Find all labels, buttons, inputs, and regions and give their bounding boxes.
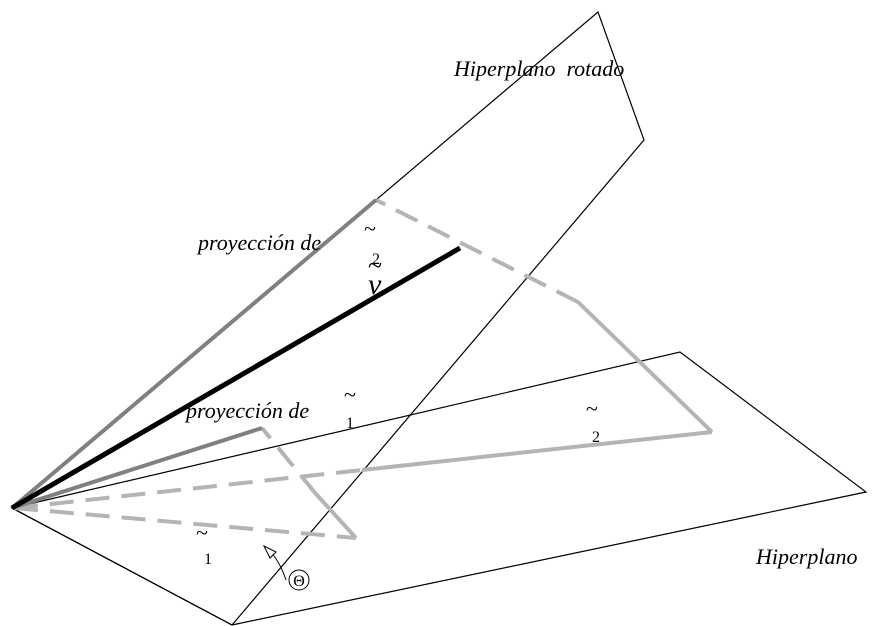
projection2-subscript: 2 (372, 251, 380, 268)
vector1-side-top-dashed (260, 426, 318, 496)
hyperplane-label: Hiperplano (755, 544, 857, 569)
vector1-subscript: 1 (204, 551, 212, 568)
projection1-tilde: ~ (344, 382, 356, 407)
theta-symbol: Θ (293, 573, 305, 590)
theta-circle (288, 569, 310, 591)
vector2-side-lower (361, 430, 713, 472)
projection1-line (11, 426, 263, 510)
hyperplane-outline (10, 351, 868, 626)
projection1-subscript: 1 (346, 415, 354, 432)
projection1-label: proyección de (184, 398, 309, 423)
projection2-tilde: ~ (364, 216, 376, 241)
vector2-subscript: 2 (592, 429, 600, 446)
vector-v-label: v (368, 268, 382, 301)
vector2-side-right (576, 300, 714, 434)
vector2-tilde: ~ (586, 396, 598, 421)
vector1-side-bottom-dashed (13, 506, 357, 540)
projection2-label: proyección de (196, 230, 321, 255)
vector1-side-right (314, 492, 358, 540)
vector1-tilde: ~ (196, 520, 208, 545)
angle-arrowhead (262, 544, 277, 559)
vector-v-line (10, 245, 462, 511)
rotated-hyperplane-outline (10, 10, 645, 626)
rotated-hyperplane-label: Hiperplano rotado (453, 56, 624, 81)
vector2-side-top-dashed (375, 198, 579, 304)
projection2-line (10, 198, 378, 510)
vector-v-tilde: ~ (368, 251, 382, 280)
